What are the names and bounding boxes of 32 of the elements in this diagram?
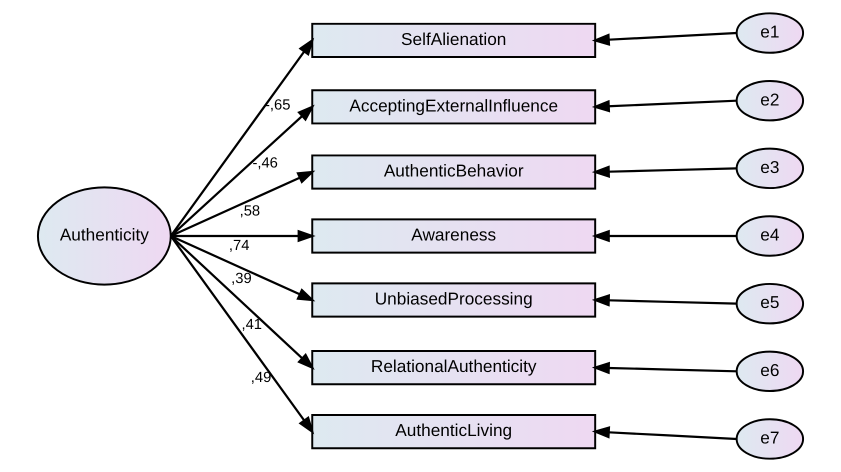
node-box: AuthenticLiving xyxy=(311,414,596,450)
edge-label: -,46 xyxy=(252,156,278,172)
arrow xyxy=(592,165,737,178)
node-box: AcceptingExternalInfluence xyxy=(311,89,596,124)
arrow xyxy=(592,32,737,46)
node-box: RelationalAuthenticity xyxy=(311,350,596,386)
node-box: AuthenticBehavior xyxy=(311,154,596,190)
arrow xyxy=(592,100,737,112)
edge-label: ,58 xyxy=(240,203,260,220)
edge-label: ,39 xyxy=(231,271,252,288)
node-ellipse: e1 xyxy=(736,12,804,54)
node-box: Awareness xyxy=(311,218,596,254)
node-ellipse: e4 xyxy=(736,215,804,257)
arrow xyxy=(592,362,737,374)
node-ellipse: e7 xyxy=(736,418,804,460)
arrow xyxy=(170,235,314,434)
edge-label: ,74 xyxy=(228,238,250,254)
node-ellipse: e2 xyxy=(736,80,804,122)
arrow xyxy=(592,426,737,440)
node-ellipse: Authenticity xyxy=(36,186,172,286)
node-ellipse: e5 xyxy=(736,282,804,324)
node-ellipse: e3 xyxy=(736,148,804,190)
edge-label: ,49 xyxy=(250,370,272,386)
arrow xyxy=(592,294,737,307)
arrow xyxy=(170,38,314,237)
edge-label: ,41 xyxy=(241,317,262,334)
node-box: SelfAlienation xyxy=(311,22,596,58)
node-ellipse: e6 xyxy=(736,350,804,392)
arrow xyxy=(592,230,737,242)
edge-label: -,65 xyxy=(265,97,290,114)
node-box: UnbiasedProcessing xyxy=(311,282,596,318)
arrow xyxy=(170,230,316,242)
